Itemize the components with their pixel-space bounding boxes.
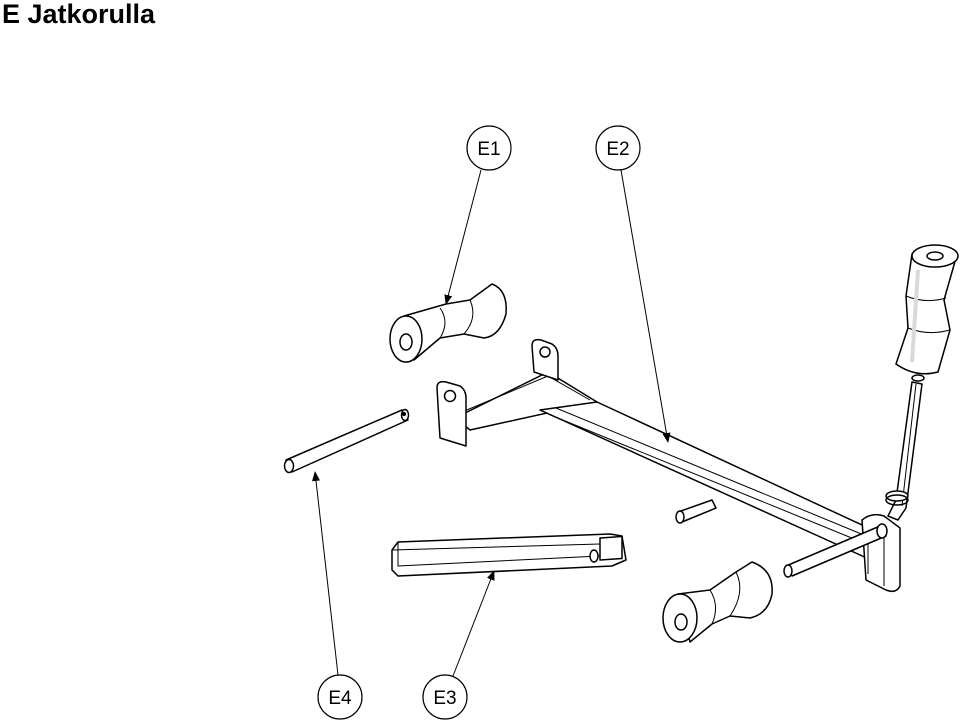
callout-e1-leader bbox=[444, 169, 482, 305]
page-title: E Jatkorulla bbox=[2, 0, 156, 29]
vertical-roller-assembly bbox=[885, 244, 959, 521]
left-bracket-hole bbox=[443, 389, 457, 403]
square-tube-e3 bbox=[391, 533, 627, 577]
main-frame bbox=[436, 338, 901, 593]
bottom-roller-bore bbox=[674, 613, 688, 631]
callout-e1: E1 bbox=[444, 125, 512, 305]
callout-e4-label: E4 bbox=[328, 688, 352, 709]
front-axle-end bbox=[783, 564, 793, 578]
bottom-roller bbox=[662, 561, 773, 643]
pin-e4-shaft bbox=[285, 409, 409, 473]
callout-e1-bubble bbox=[466, 125, 512, 171]
callout-e1-label: E1 bbox=[477, 139, 500, 160]
pin-e4-end bbox=[283, 458, 295, 474]
pin-e4 bbox=[283, 408, 410, 474]
callout-e2: E2 bbox=[595, 125, 671, 443]
callout-e2-bubble bbox=[595, 125, 641, 171]
roller-e1-bore bbox=[399, 333, 413, 351]
callout-e2-leader bbox=[620, 169, 671, 443]
callout-e3-label: E3 bbox=[433, 688, 456, 709]
callout-e4: E4 bbox=[312, 471, 363, 720]
callout-e3-bubble bbox=[422, 674, 468, 720]
callout-e3: E3 bbox=[422, 570, 495, 720]
callout-e3-leader bbox=[452, 570, 495, 677]
callout-e4-bubble bbox=[317, 674, 363, 720]
square-tube-e3-hole bbox=[589, 549, 599, 563]
square-tube-e3-end bbox=[599, 535, 623, 561]
rear-bracket-hole bbox=[539, 346, 551, 358]
callout-e2-label: E2 bbox=[606, 139, 629, 160]
rear-bracket-plate bbox=[531, 338, 559, 381]
roller-e1 bbox=[389, 283, 507, 363]
callout-e4-leader bbox=[312, 471, 339, 676]
bottom-roller-body bbox=[677, 561, 773, 643]
post-collar bbox=[885, 490, 909, 502]
beam-pin-end bbox=[675, 510, 685, 524]
roller-e1-body bbox=[403, 283, 507, 361]
vertical-roller bbox=[895, 249, 957, 375]
